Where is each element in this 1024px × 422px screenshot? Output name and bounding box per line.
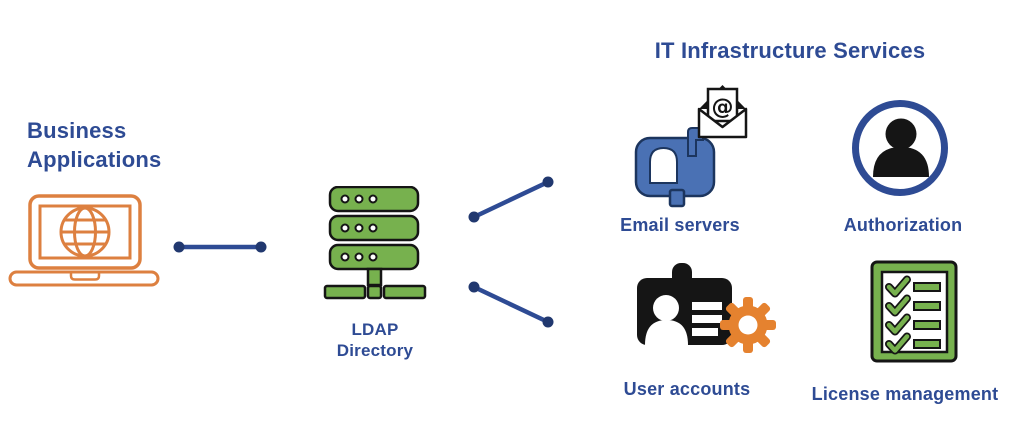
laptop-globe-icon [8,194,160,287]
connector-laptop-to-ldap [173,241,267,253]
checklist-rows [885,275,941,355]
person-silhouette [873,118,929,177]
globe-icon [59,206,111,258]
user-circle-icon [852,100,948,196]
authorization-label: Authorization [843,215,963,235]
business-applications-title: Business Applications [27,118,162,173]
server-leds [340,194,378,262]
envelope: @ [697,85,748,139]
id-card [637,263,732,345]
mailbox [634,127,716,208]
user-accounts-label: User accounts [623,379,751,399]
connector-ldap-to-user-accounts [468,281,554,328]
checklist-icon [870,260,958,363]
id-card-gear-icon [637,263,776,353]
ldap-directory-label: LDAP Directory [336,320,414,361]
license-management-label: License management [811,384,999,404]
connector-ldap-to-email-servers [468,176,554,223]
it-infrastructure-services-title: IT Infrastructure Services [654,38,926,63]
email-servers-label: Email servers [620,215,740,235]
server-stack-icon [323,186,427,300]
at-symbol: @ [712,95,734,120]
gear-icon [720,297,776,353]
mailbox-envelope-icon: @ [634,85,748,208]
